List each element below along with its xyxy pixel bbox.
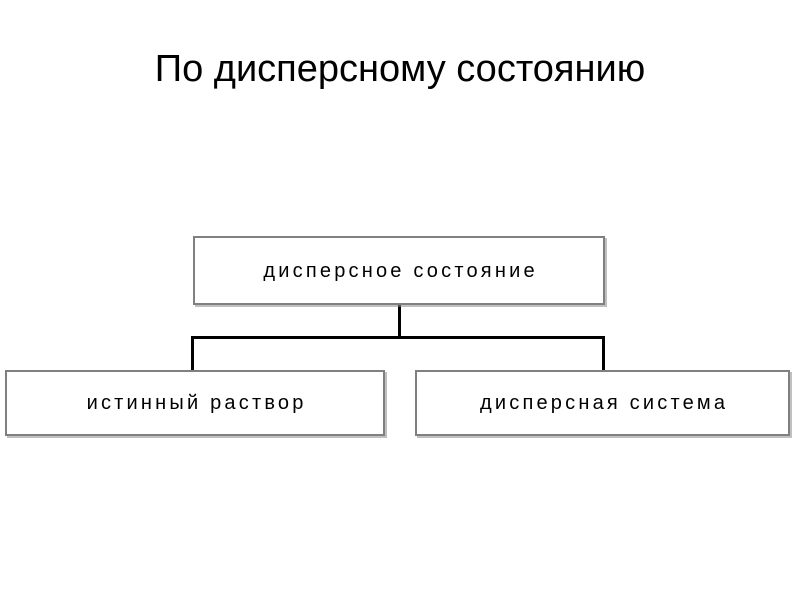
diagram-node-child-right-label: дисперсная система bbox=[480, 392, 729, 414]
connector-drop-left bbox=[191, 336, 194, 372]
diagram-node-child-right[interactable]: дисперсная система bbox=[415, 370, 790, 436]
diagram-node-child-left-label: истинный раствор bbox=[86, 392, 307, 414]
diagram-node-child-left[interactable]: истинный раствор bbox=[5, 370, 385, 436]
diagram-node-root[interactable]: дисперсное состояние bbox=[193, 236, 605, 305]
page-title: По дисперсному состоянию bbox=[154, 48, 646, 90]
diagram-node-root-label: дисперсное состояние bbox=[263, 259, 538, 282]
connector-horizontal-bus bbox=[191, 336, 605, 339]
connector-root-stem bbox=[398, 305, 401, 338]
connector-drop-right bbox=[602, 336, 605, 372]
